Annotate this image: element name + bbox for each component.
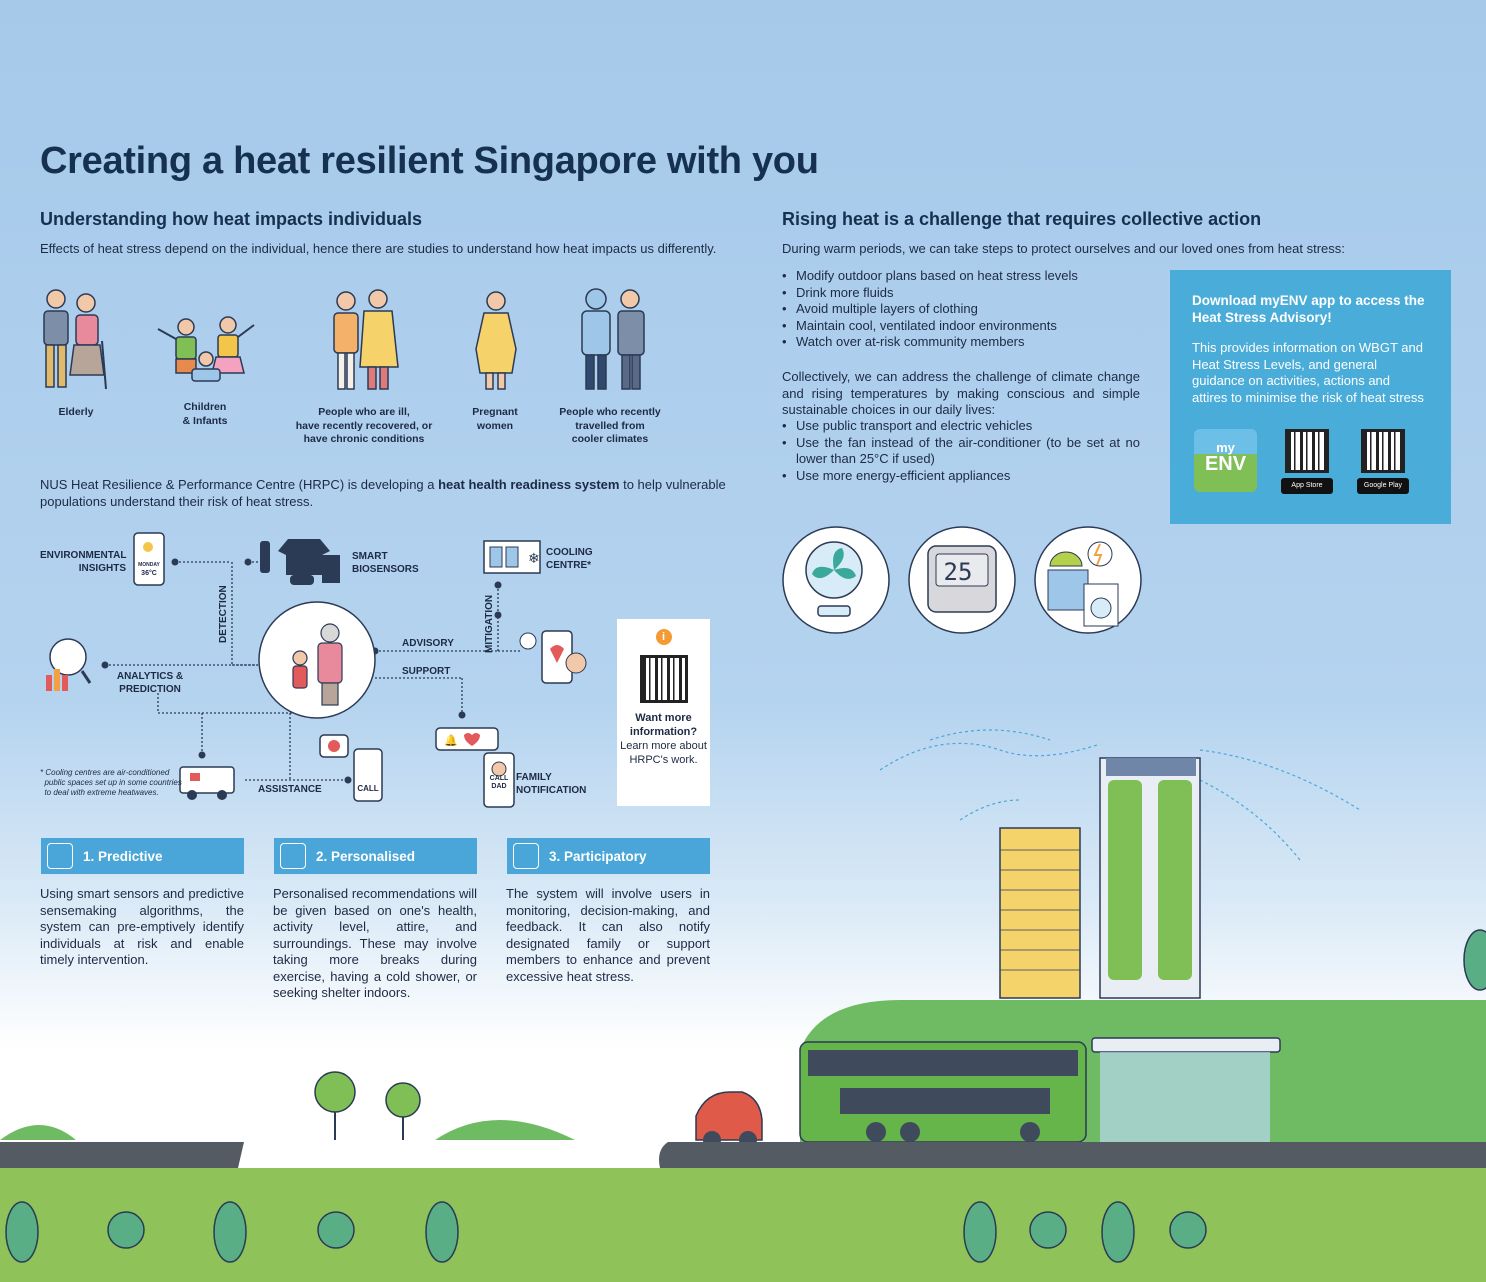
- svg-text:25: 25: [944, 558, 973, 586]
- more-info-box: i Want more information? Learn more abou…: [617, 619, 710, 806]
- heat-tip-item: Maintain cool, ventilated indoor environ…: [782, 318, 1162, 335]
- right-heading: Rising heat is a challenge that requires…: [782, 209, 1262, 229]
- group-label-children: Children & Infants: [182, 401, 228, 427]
- thermostat-icon: 25: [908, 526, 1016, 634]
- sustainable-choice-item: Use the fan instead of the air-condition…: [782, 435, 1140, 468]
- personalised-icon: [280, 843, 306, 869]
- phone-weather-icon: [133, 532, 165, 586]
- info-body: Learn more about HRPC's work.: [620, 740, 707, 766]
- appliance-icons: 25: [782, 526, 1142, 634]
- central-family-circle: [258, 601, 376, 719]
- right-intro: During warm periods, we can take steps t…: [782, 241, 1345, 256]
- fan-icon: [782, 526, 890, 634]
- label-cooling-centre: COOLING CENTRE*: [546, 547, 593, 571]
- label-call-dad: CALL DAD: [489, 775, 509, 790]
- analytics-icon: [46, 638, 92, 691]
- googleplay-badge[interactable]: Google Play: [1357, 478, 1409, 494]
- biosensors-icon: [260, 539, 340, 585]
- heat-tip-item: Watch over at-risk community members: [782, 334, 1162, 351]
- pillar-predictive-body: Using smart sensors and predictive sense…: [40, 886, 244, 967]
- app-heading: Download myENV app to access the Heat St…: [1192, 293, 1425, 325]
- pillar-personalised-header: 2. Personalised: [274, 838, 477, 874]
- road-right: [659, 1142, 1486, 1168]
- car-icon: [695, 1091, 763, 1149]
- label-assistance: ASSISTANCE: [258, 784, 322, 795]
- svg-text:MONDAY: MONDAY: [138, 562, 160, 568]
- label-mitigation: MITIGATION: [484, 594, 495, 653]
- group-label-travellers: People who recently travelled from coole…: [559, 406, 661, 445]
- info-icon: i: [655, 629, 672, 645]
- predictive-icon: [47, 843, 73, 869]
- collective-paragraph: Collectively, we can address the challen…: [782, 369, 1140, 417]
- vulnerable-groups-illustration: [43, 288, 645, 390]
- ill-people-icon: [333, 289, 399, 390]
- call-phone-icon: [353, 748, 383, 802]
- app-body: This provides information on WBGT and He…: [1192, 340, 1424, 405]
- wind-lines: [879, 729, 1361, 861]
- hrpc-paragraph: NUS Heat Resilience & Performance Centre…: [40, 477, 726, 509]
- pregnant-woman-icon: [475, 291, 517, 390]
- hrpc-qr-code[interactable]: [639, 655, 688, 703]
- group-label-ill: People who are ill, have recently recove…: [295, 406, 433, 445]
- label-smart-biosensors: SMART BIOSENSORS: [352, 551, 419, 575]
- pillar-personalised-body: Personalised recommendations will be giv…: [273, 886, 477, 1000]
- info-heading: Want more information?: [629, 712, 698, 738]
- label-analytics-prediction: ANALYTICS & PREDICTION: [116, 671, 184, 695]
- participatory-icon: [513, 843, 539, 869]
- elderly-icon: [43, 289, 107, 390]
- svg-text:❄: ❄: [528, 550, 540, 566]
- left-intro: Effects of heat stress depend on the ind…: [40, 241, 717, 256]
- googleplay-qr-code[interactable]: [1361, 429, 1405, 473]
- readiness-system-diagram: MONDAY 36°C ❄ 🔔 CALL: [46, 532, 587, 808]
- myenv-logo[interactable]: my ENV: [1194, 429, 1257, 492]
- heat-tip-item: Modify outdoor plans based on heat stres…: [782, 268, 1162, 285]
- sustainable-choice-item: Use public transport and electric vehicl…: [782, 418, 1140, 435]
- svg-text:🔔: 🔔: [444, 734, 458, 747]
- cooling-footnote: * Cooling centres are air-conditioned pu…: [40, 768, 182, 797]
- label-detection: DETECTION: [218, 585, 229, 643]
- svg-text:36°C: 36°C: [141, 569, 157, 577]
- pillar-participatory-body: The system will involve users in monitor…: [506, 886, 710, 984]
- label-advisory: ADVISORY: [402, 638, 454, 649]
- bus-shelter: [1091, 1037, 1281, 1053]
- heat-tips-list: Modify outdoor plans based on heat stres…: [782, 268, 1162, 351]
- heat-tip-item: Drink more fluids: [782, 285, 1162, 302]
- page-title: Creating a heat resilient Singapore with…: [40, 140, 819, 182]
- hdb-building: [999, 827, 1081, 999]
- group-label-elderly: Elderly: [58, 406, 94, 418]
- appstore-badge[interactable]: App Store: [1281, 478, 1333, 494]
- label-environmental-insights: ENVIRONMENTAL INSIGHTS: [40, 550, 127, 574]
- sustainable-choice-item: Use more energy-efficient appliances: [782, 468, 1140, 485]
- label-support: SUPPORT: [402, 666, 451, 677]
- children-icon: [157, 316, 255, 382]
- grass-field: [0, 1168, 1486, 1282]
- efficient-appliances-icon: [1034, 526, 1142, 634]
- travellers-icon: [581, 288, 645, 390]
- pillar-predictive-header: 1. Predictive: [41, 838, 244, 874]
- svg-text:CALL: CALL: [357, 784, 378, 793]
- road-left: [0, 1142, 244, 1168]
- pillar-participatory-header: 3. Participatory: [507, 838, 710, 874]
- heat-tip-item: Avoid multiple layers of clothing: [782, 301, 1162, 318]
- appstore-qr-code[interactable]: [1285, 429, 1329, 473]
- bus-icon: [799, 1041, 1087, 1143]
- city-scene-illustration: [0, 729, 1486, 1282]
- ambulance-icon: [179, 766, 235, 800]
- sustainable-choices-list: Use public transport and electric vehicl…: [782, 418, 1140, 484]
- group-label-pregnant: Pregnant women: [472, 406, 518, 432]
- call-dad-phone-icon: [483, 752, 515, 808]
- left-heading: Understanding how heat impacts individua…: [40, 209, 423, 229]
- label-family-notification: FAMILY NOTIFICATION: [516, 772, 587, 796]
